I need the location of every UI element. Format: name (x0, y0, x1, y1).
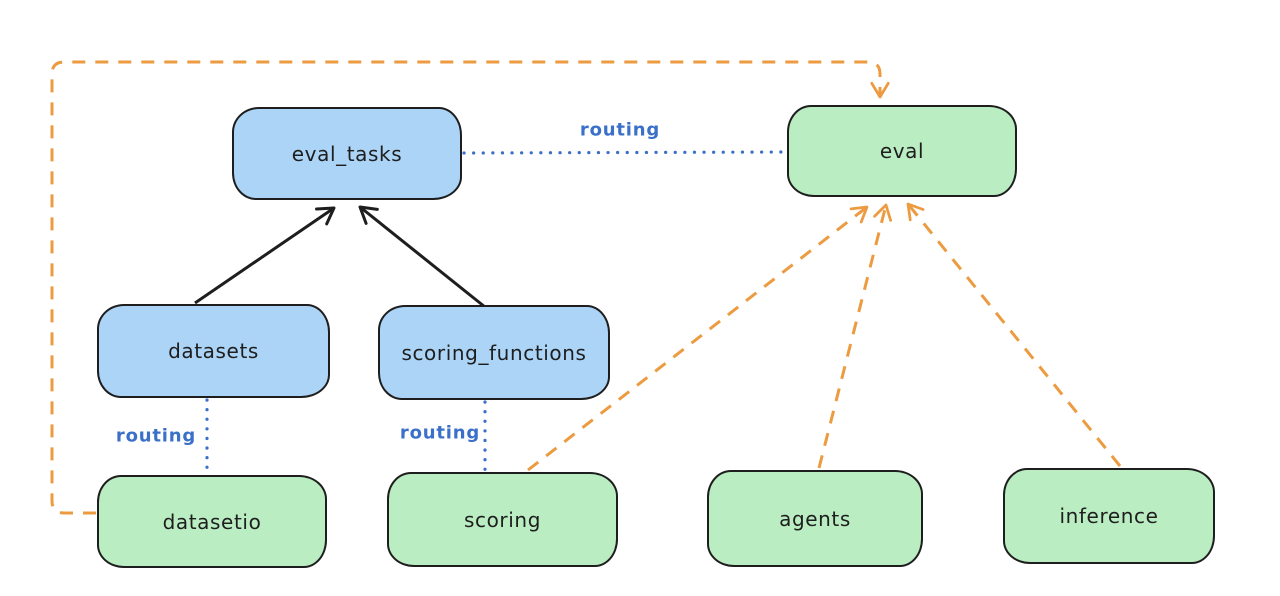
edge-scoring-functions-to-eval-tasks (358, 205, 486, 309)
edge-datasets-to-eval-tasks (194, 206, 336, 305)
node-agents-label: agents (779, 506, 851, 531)
node-datasets-label: datasets (168, 339, 259, 363)
node-eval-tasks-label: eval_tasks (291, 141, 403, 166)
node-scoring-functions-label: scoring_functions (401, 340, 587, 365)
node-agents: agents (707, 470, 923, 567)
edge-eval-tasks-to-eval-routing (462, 150, 788, 155)
edge-agents-to-eval (817, 203, 892, 469)
routing-label-eval-tasks-eval: routing (579, 119, 661, 141)
node-inference-label: inference (1059, 504, 1159, 528)
edge-inference-to-eval (906, 202, 1122, 467)
routing-label-scoring-functions-scoring: routing (399, 422, 481, 444)
routing-label-datasets-datasetio: routing (115, 425, 197, 447)
node-datasetio: datasetio (97, 475, 327, 568)
node-eval-label: eval (879, 139, 925, 163)
node-scoring-functions: scoring_functions (378, 305, 610, 400)
node-eval-tasks: eval_tasks (232, 107, 462, 200)
node-inference: inference (1003, 468, 1215, 564)
node-datasets: datasets (97, 304, 330, 398)
node-scoring-label: scoring (463, 507, 541, 532)
node-eval: eval (787, 105, 1017, 197)
node-scoring: scoring (387, 472, 618, 567)
node-datasetio-label: datasetio (162, 509, 262, 534)
